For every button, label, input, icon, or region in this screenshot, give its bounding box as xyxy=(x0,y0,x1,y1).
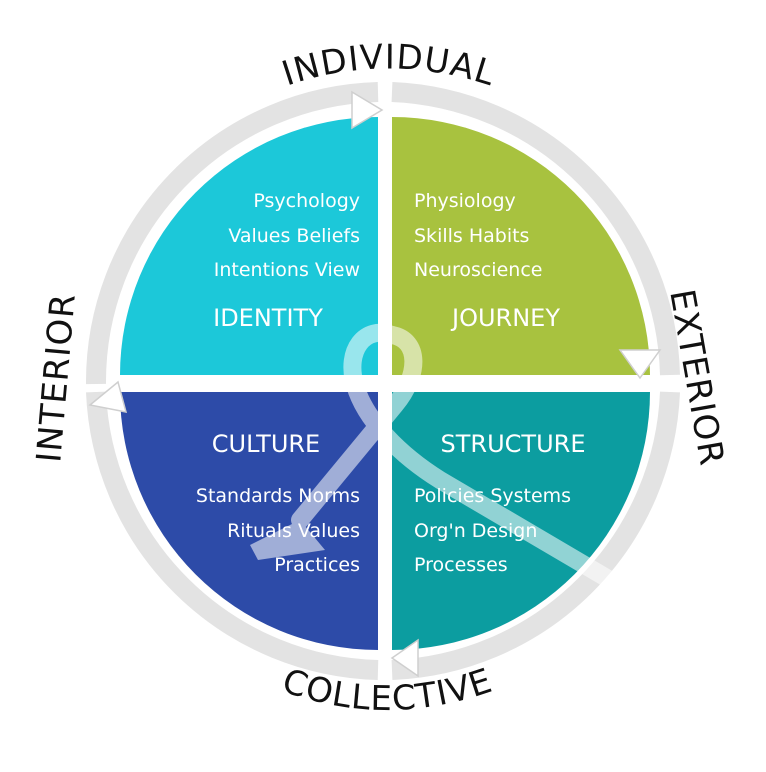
axis-label-individual: INDIVIDUAL xyxy=(277,37,500,94)
arrow-left-icon xyxy=(88,380,128,413)
identity-item-2: Values Beliefs xyxy=(228,225,360,247)
structure-item-2: Org'n Design xyxy=(414,520,537,542)
culture-item-1: Standards Norms xyxy=(196,485,360,507)
culture-item-2: Rituals Values xyxy=(227,520,360,542)
arrow-right-icon xyxy=(618,349,662,380)
culture-item-3: Practices xyxy=(274,554,360,576)
structure-title: STRUCTURE xyxy=(441,430,586,458)
ribbon-icon xyxy=(250,324,619,589)
outer-ring-bottom-right xyxy=(391,391,680,680)
culture-quadrant xyxy=(120,392,378,650)
journey-quadrant xyxy=(392,117,650,375)
identity-item-3: Intentions View xyxy=(214,259,360,281)
structure-item-3: Processes xyxy=(414,554,508,576)
journey-item-2: Skills Habits xyxy=(414,225,529,247)
arrow-top-icon xyxy=(351,90,384,130)
identity-title: IDENTITY xyxy=(213,304,323,332)
outer-ring-top-right xyxy=(391,82,680,376)
arrow-bottom-icon xyxy=(390,638,419,678)
axis-label-interior: INTERIOR xyxy=(29,292,84,465)
identity-item-1: Psychology xyxy=(253,190,360,212)
outer-ring-top-left xyxy=(85,82,379,385)
journey-item-1: Physiology xyxy=(414,190,516,212)
identity-quadrant xyxy=(120,117,378,375)
journey-title: JOURNEY xyxy=(450,304,560,332)
journey-item-3: Neuroscience xyxy=(414,259,542,281)
outer-ring-bottom-left xyxy=(86,391,379,680)
structure-item-1: Policies Systems xyxy=(414,485,571,507)
axis-label-collective: COLLECTIVE xyxy=(277,661,497,719)
culture-title: CULTURE xyxy=(212,430,320,458)
